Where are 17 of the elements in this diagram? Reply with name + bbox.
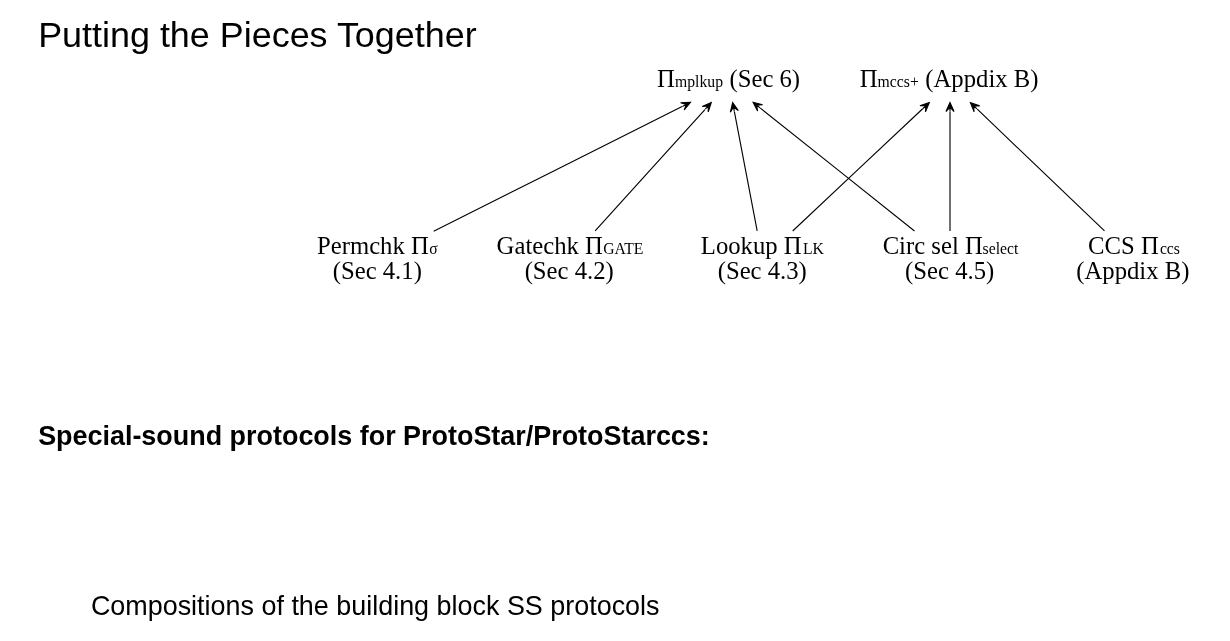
node-text: Permchk Πσ (Sec 4.1) [317, 231, 438, 284]
node-text: Circ sel Πselect (Sec 4.5) [882, 231, 1019, 284]
arrow [729, 101, 758, 232]
arrow [792, 101, 930, 232]
node-text: Lookup ΠLK (Sec 4.3) [700, 231, 824, 284]
arrow [945, 101, 955, 232]
diagram-title: Putting the Pieces Together [38, 13, 477, 55]
label: Compositions of the building block SS protocols [90, 590, 660, 621]
node-text: Πmccs+ (Appdix B) [859, 64, 1039, 92]
arrow [969, 101, 1106, 232]
arrow [594, 101, 712, 232]
node-text: Πmplkup (Sec 6) [657, 64, 801, 92]
node-text: Gatechk ΠGATE (Sec 4.2) [496, 231, 644, 284]
caption: Special-sound protocols for ProtoStar/ProtoStarccs: [38, 420, 710, 451]
arrow [752, 101, 916, 232]
node-text: CCS Πccs (Appdix B) [1076, 231, 1190, 284]
arrow [433, 101, 691, 232]
